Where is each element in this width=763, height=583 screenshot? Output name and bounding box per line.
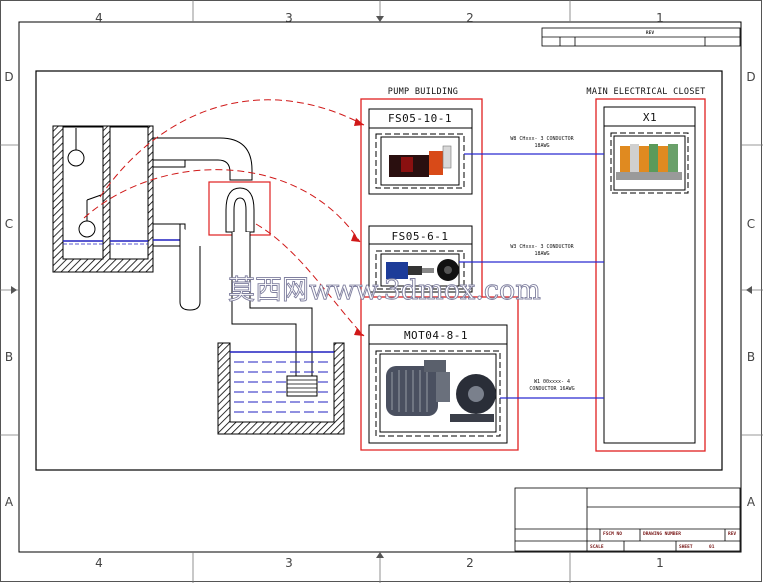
wires — [459, 153, 604, 399]
col-label-top-4: 4 — [95, 11, 103, 25]
wire-label-w1-line1: W1 00xxxx- 4 — [534, 379, 570, 385]
col-label-bottom-2: 2 — [466, 556, 474, 570]
row-label-left-B: B — [5, 350, 13, 364]
title-block-scale: SCALE — [590, 544, 604, 550]
device-mot04-8-1 — [368, 324, 508, 444]
row-label-right-B: B — [747, 350, 755, 364]
wire-label-w3-line1: W3 CHxxx- 3 CONDUCTOR — [510, 244, 574, 250]
revision-strip — [541, 27, 741, 47]
device-tag-fs05-6-1: FS05-6-1 — [392, 230, 449, 243]
terminal-tag-x1: X1 — [643, 111, 657, 124]
pump-building-enclosure — [360, 98, 483, 298]
title-block-sheet: SHEET — [679, 544, 693, 550]
revision-strip-header: REV — [646, 30, 654, 36]
storage-tank — [52, 125, 154, 273]
title-block-fscm: FSCM NO — [603, 531, 622, 537]
electrical-closet-enclosure — [595, 98, 706, 452]
device-fs05-6-1 — [368, 225, 473, 293]
device-fs05-10-1 — [368, 108, 473, 195]
col-label-bottom-4: 4 — [95, 556, 103, 570]
process-sketch — [52, 125, 345, 435]
main-electrical-closet-label: MAIN ELECTRICAL CLOSET — [586, 87, 705, 97]
sump-tank — [217, 342, 345, 435]
wire-label-w8-line1: W8 CHxxx- 3 CONDUCTOR — [510, 136, 574, 142]
device-tag-fs05-10-1: FS05-10-1 — [388, 112, 452, 125]
row-label-left-D: D — [4, 70, 13, 84]
pump-building-label: PUMP BUILDING — [388, 87, 458, 97]
col-label-bottom-3: 3 — [285, 556, 293, 570]
row-label-right-C: C — [747, 217, 755, 231]
wire-label-w3-line2: 18AWG — [534, 251, 549, 257]
pump-building-enclosure-lower — [360, 296, 519, 451]
title-block-drawing-number: DRAWING NUMBER — [643, 531, 681, 537]
title-block-rev: REV — [728, 531, 736, 537]
row-label-right-D: D — [746, 70, 755, 84]
row-label-right-A: A — [747, 495, 756, 509]
wire-label-w8-line2: 18AWG — [534, 143, 549, 149]
title-block — [514, 487, 741, 552]
col-label-top-3: 3 — [285, 11, 293, 25]
zone-arrows — [11, 16, 752, 558]
watermark: 莫西网www.3dmox.com — [228, 275, 541, 306]
wire-label-w1-line2: CONDUCTOR 16AWG — [529, 386, 574, 392]
drawing-frame — [35, 70, 723, 471]
terminal-x1 — [603, 106, 696, 444]
col-label-top-2: 2 — [466, 11, 474, 25]
col-label-bottom-1: 1 — [656, 556, 664, 570]
leader-lines — [83, 99, 365, 337]
row-label-left-C: C — [5, 217, 13, 231]
device-tag-mot04-8-1: MOT04-8-1 — [404, 329, 468, 342]
col-label-top-1: 1 — [656, 11, 664, 25]
title-block-sheet-value: 01 — [709, 544, 715, 550]
row-label-left-A: A — [5, 495, 14, 509]
